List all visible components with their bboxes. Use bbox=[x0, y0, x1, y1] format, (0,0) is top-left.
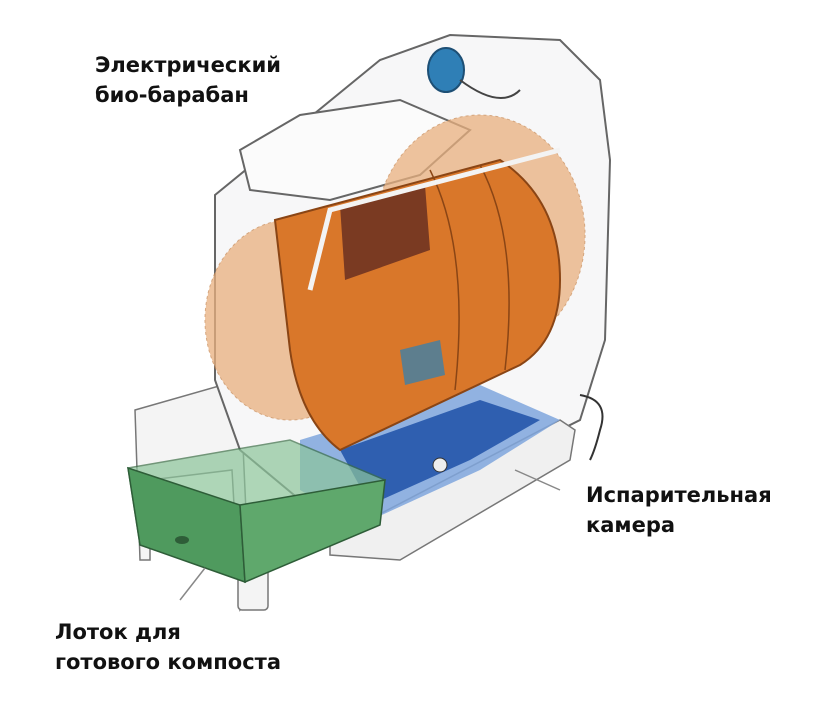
label-line: Электрический bbox=[95, 53, 281, 77]
label-line: био-барабан bbox=[95, 83, 249, 107]
compost-tray bbox=[127, 439, 387, 584]
label-line: камера bbox=[586, 513, 676, 537]
label-line: Лоток для bbox=[55, 620, 181, 644]
label-compost-tray: Лоток для готового компоста bbox=[55, 617, 281, 677]
vent-knob bbox=[427, 47, 465, 93]
label-bio-drum: Электрический био-барабан bbox=[95, 50, 281, 110]
label-line: готового компоста bbox=[55, 650, 281, 674]
leader-lines bbox=[179, 469, 561, 601]
label-line: Испарительная bbox=[586, 483, 772, 507]
label-evaporation-chamber: Испарительная камера bbox=[586, 480, 772, 540]
power-cord bbox=[579, 394, 604, 461]
bio-drum bbox=[273, 147, 562, 452]
knob-hose bbox=[459, 79, 521, 99]
